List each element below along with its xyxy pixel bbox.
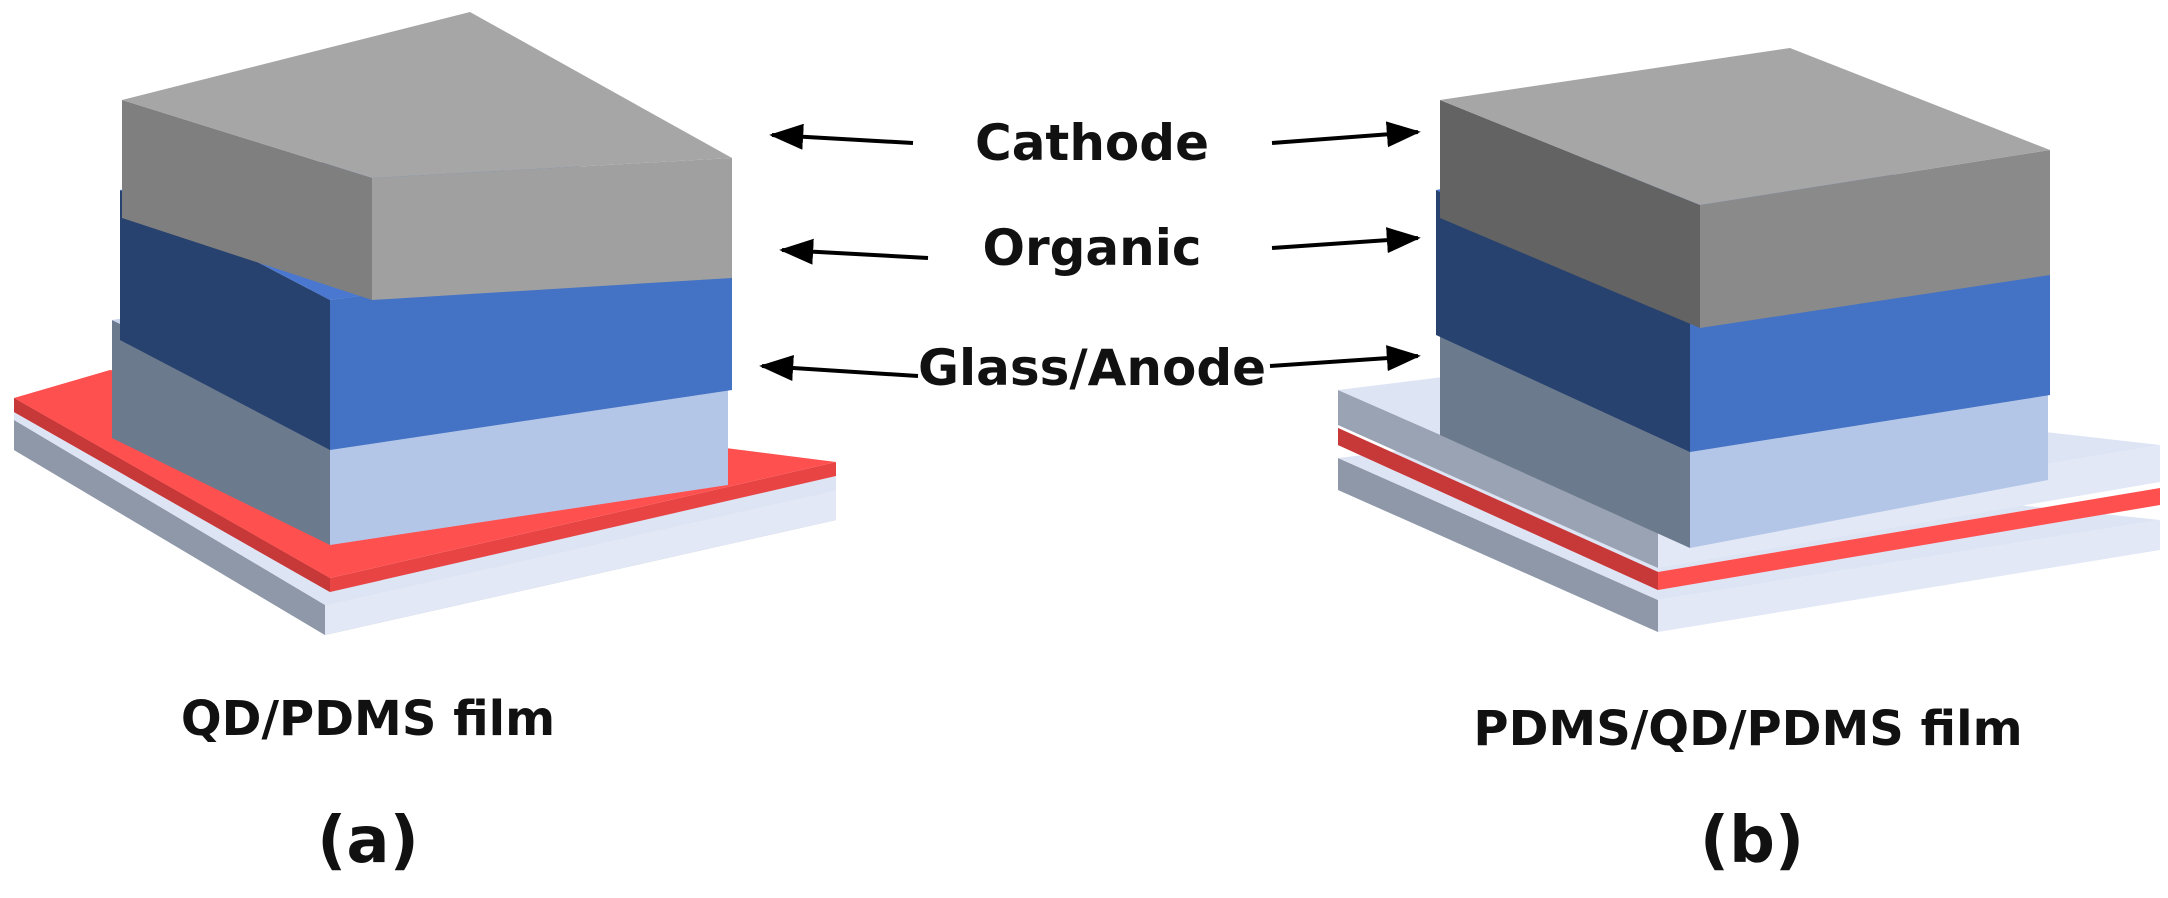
- label-organic: Organic: [982, 219, 1201, 277]
- cathode-block-b: [1440, 48, 2050, 328]
- caption-a: QD/PDMS film: [181, 691, 555, 747]
- arrows: [759, 121, 1421, 381]
- device-a: [14, 12, 836, 635]
- panel-letter-a: (a): [317, 804, 419, 878]
- panel-letter-b: (b): [1700, 804, 1804, 878]
- cathode-block-a: [122, 12, 732, 300]
- arrow-cathode-right: [1271, 121, 1421, 148]
- arrow-organic-right: [1271, 227, 1421, 254]
- label-cathode: Cathode: [975, 114, 1209, 172]
- arrow-organic-left: [779, 238, 929, 265]
- device-b: [1338, 48, 2160, 632]
- qd-film-b: [1338, 428, 2160, 590]
- label-glass-anode: Glass/Anode: [918, 339, 1266, 397]
- arrow-glass-left: [759, 355, 919, 381]
- caption-b: PDMS/QD/PDMS film: [1473, 701, 2022, 757]
- arrow-cathode-left: [769, 123, 914, 150]
- arrow-glass-right: [1269, 345, 1421, 372]
